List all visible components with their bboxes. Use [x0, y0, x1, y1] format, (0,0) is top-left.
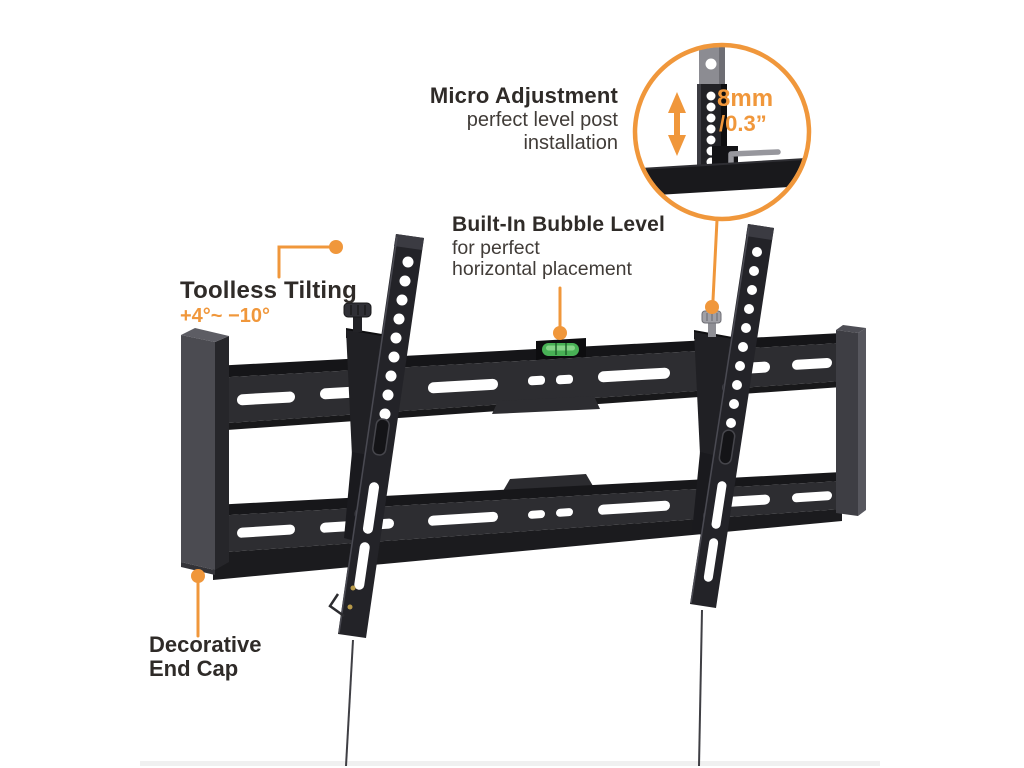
bubble-level: [536, 338, 586, 360]
bubble-level-title: Built-In Bubble Level: [452, 213, 666, 236]
end-cap-dot: [191, 569, 205, 583]
toolless-tilting-callout: Toolless Tilting +4°~ −10°: [180, 277, 357, 328]
bubble-level-dot: [553, 326, 567, 340]
bottom-rail: [213, 472, 842, 580]
toolless-tilting-title: Toolless Tilting: [180, 277, 357, 304]
up-down-arrow-icon: [668, 92, 686, 156]
micro-adjustment-callout: Micro Adjustment perfect level post inst…: [430, 83, 618, 155]
bubble-level-line-1: for perfect: [452, 237, 540, 259]
bubble-level-callout: Built-In Bubble Level for perfect horizo…: [452, 212, 665, 280]
floor-shadow: [140, 761, 880, 766]
end-cap-line-1: Decorative: [149, 632, 262, 657]
micro-adjustment-dot: [705, 300, 719, 314]
end-cap-line-2: End Cap: [149, 656, 239, 681]
tilt-knob: [343, 302, 372, 332]
inset-measure-mm: 8mm: [717, 85, 774, 112]
decorative-end-cap-callout: Decorative End Cap: [149, 633, 262, 681]
micro-adjustment-title: Micro Adjustment: [429, 83, 618, 108]
inset-rail-edge: [640, 160, 806, 196]
toolless-tilting-connector: [277, 245, 331, 279]
inset-measure-inch: /0.3”: [719, 111, 767, 136]
release-lever: [328, 593, 345, 618]
inset-ring: [632, 42, 812, 222]
left-tv-bracket: [328, 234, 424, 638]
inset-circle: [632, 42, 812, 222]
micro-adjustment-line-1: perfect level post: [466, 109, 618, 131]
left-pull-string: [345, 639, 354, 767]
left-end-cap: [181, 328, 229, 575]
bubble-level-line-2: horizontal placement: [452, 258, 632, 280]
right-pull-string: [698, 609, 703, 767]
toolless-tilting-dot: [329, 240, 343, 254]
right-tv-bracket: [690, 224, 774, 608]
tilt-range-value: +4°~ −10°: [180, 305, 270, 327]
micro-adjustment-line-2: installation: [523, 132, 618, 154]
right-end-cap: [836, 325, 866, 516]
micro-adjustment-connector: [711, 218, 719, 302]
callout-connectors: [191, 218, 719, 638]
tilt-lock-button: [372, 418, 390, 456]
tilt-lock-button: [718, 429, 736, 465]
